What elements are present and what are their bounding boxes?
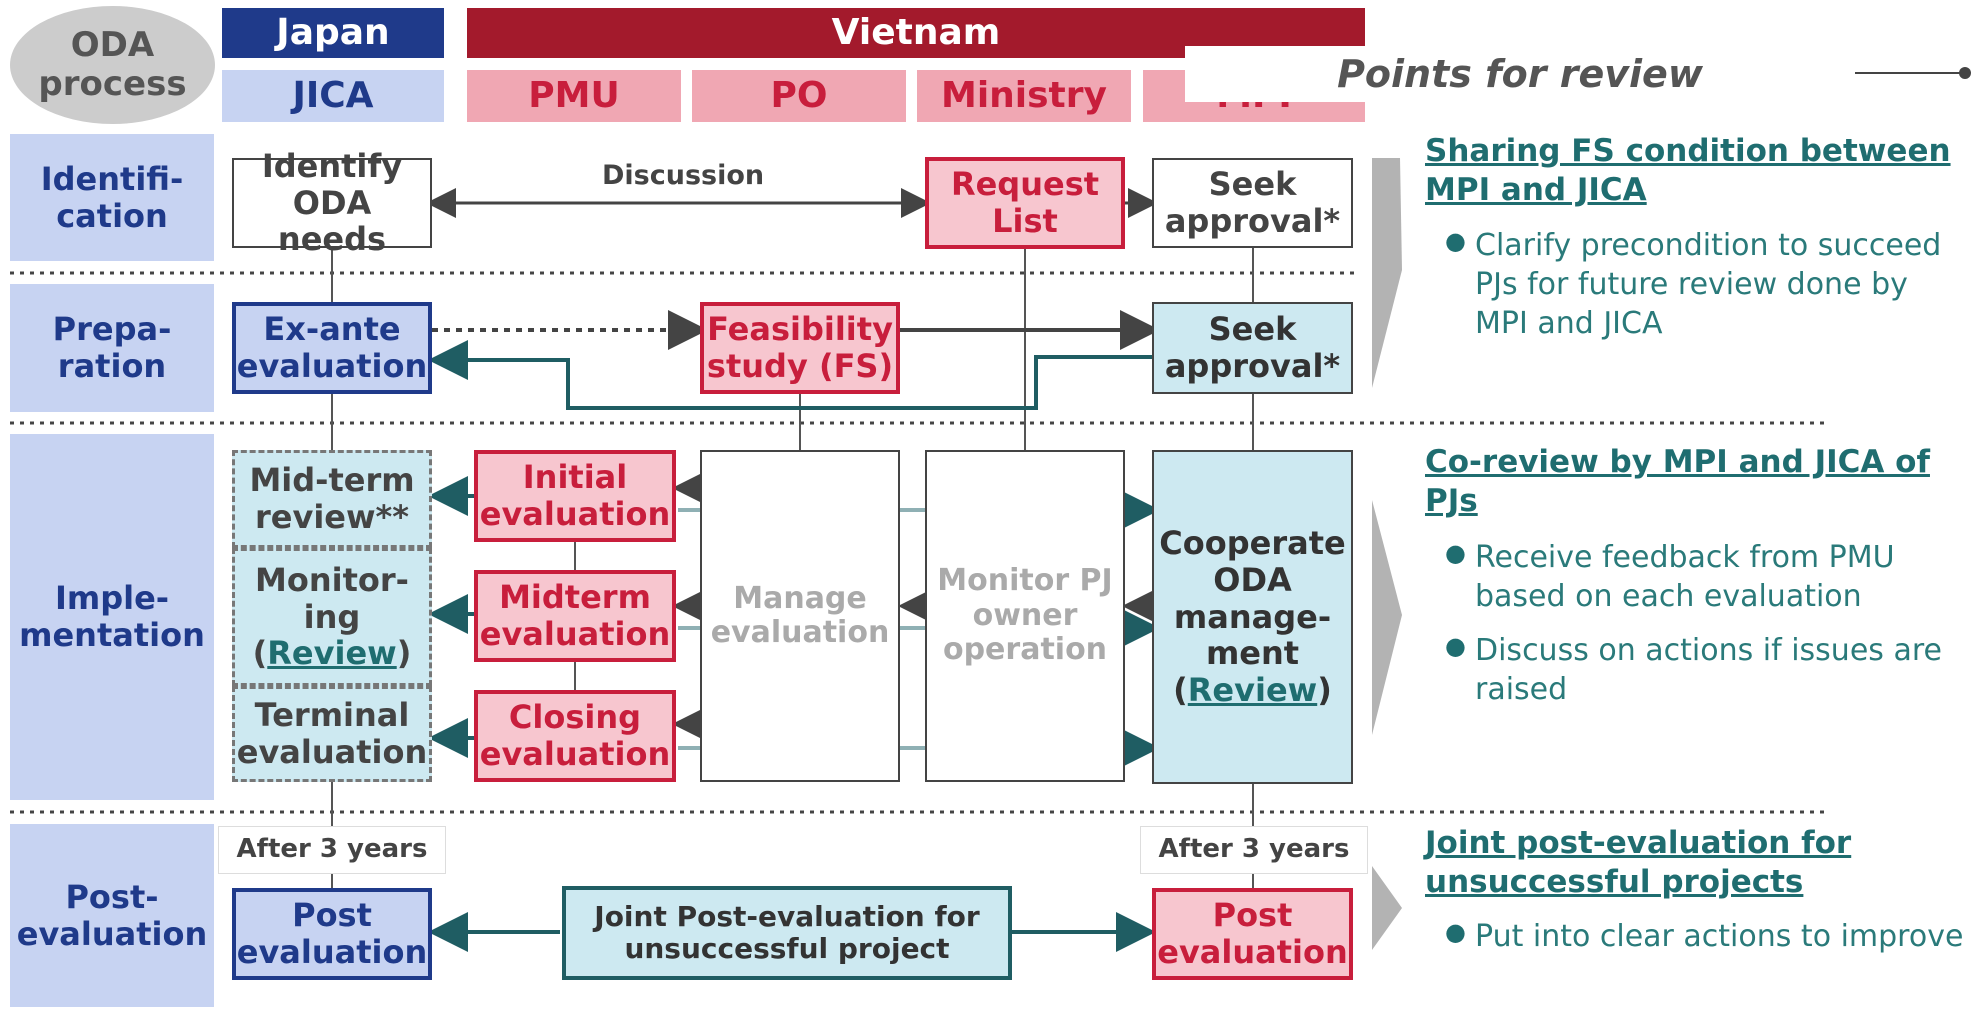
header-japan: Japan xyxy=(222,8,444,58)
ex-ante-evaluation-box: Ex-ante evaluation xyxy=(232,302,432,394)
header-ministry: Ministry xyxy=(917,70,1131,122)
points-for-review-title: Points for review xyxy=(1185,46,1855,102)
closing-evaluation-box: Closing evaluation xyxy=(474,690,676,782)
discussion-label: Discussion xyxy=(602,160,765,191)
manage-evaluation-box: Manage evaluation xyxy=(700,450,900,782)
seek-approval-box-1: Seek approval* xyxy=(1152,158,1353,248)
phase-preparation: Prepa-ration xyxy=(10,284,214,412)
identify-oda-needs-box: Identify ODA needs xyxy=(232,147,432,258)
review-bullet-2-1: Receive feedback from PMU based on each … xyxy=(1445,538,1970,616)
phase-post-evaluation: Post-evaluation xyxy=(10,824,214,1007)
request-list-box: Request List xyxy=(925,157,1125,249)
review-bullet-3-1: Put into clear actions to improve xyxy=(1445,917,1970,956)
review-heading-2: Co-review by MPI and JICA of PJs xyxy=(1425,444,1930,519)
midterm-evaluation-box: Midterm evaluation xyxy=(474,570,676,662)
after-3-years-label-2: After 3 years xyxy=(1140,826,1368,874)
header-po: PO xyxy=(692,70,906,122)
review-bullet-1-1: Clarify precondition to succeed PJs for … xyxy=(1445,226,1970,343)
phase-identification: Identifi-cation xyxy=(10,134,214,261)
chevron-identification xyxy=(1372,158,1402,388)
initial-evaluation-box: Initial evaluation xyxy=(474,450,676,542)
joint-post-evaluation-box: Joint Post-evaluation for unsuccessful p… xyxy=(562,886,1012,980)
chevron-implementation xyxy=(1372,500,1402,735)
oda-process-label: ODA process xyxy=(10,6,215,124)
chevron-post-evaluation xyxy=(1372,866,1402,950)
cooperate-oda-review: (Review) xyxy=(1173,671,1332,710)
seek-approval-box-2: Seek approval* xyxy=(1152,302,1353,394)
monitoring-label: Monitor-ing xyxy=(255,560,409,636)
post-evaluation-mpi-box: Post evaluation xyxy=(1152,888,1353,980)
review-heading-3: Joint post-evaluation for unsuccessful p… xyxy=(1425,825,1852,900)
review-heading-1: Sharing FS condition between MPI and JIC… xyxy=(1425,133,1951,208)
terminal-evaluation-box: Terminal evaluation xyxy=(232,686,432,782)
review-link-1: Review xyxy=(267,634,397,673)
post-evaluation-jica-box: Post evaluation xyxy=(232,888,432,980)
feasibility-study-box: Feasibility study (FS) xyxy=(700,302,900,394)
cooperate-oda-label: Cooperate ODA manage-ment xyxy=(1159,524,1346,673)
monitoring-box: Monitor-ing (Review) xyxy=(232,548,432,686)
header-pmu: PMU xyxy=(467,70,681,122)
monitor-pj-owner-box: Monitor PJ owner operation xyxy=(925,450,1125,782)
after-3-years-label-1: After 3 years xyxy=(218,826,446,874)
phase-implementation: Imple-mentation xyxy=(10,434,214,800)
mid-term-review-box: Mid-term review** xyxy=(232,450,432,548)
review-bullet-2-2: Discuss on actions if issues are raised xyxy=(1445,631,1970,709)
review-link-2: Review xyxy=(1187,671,1318,710)
header-jica: JICA xyxy=(222,70,444,122)
monitoring-review: (Review) xyxy=(252,634,412,673)
cooperate-oda-box: Cooperate ODA manage-ment (Review) xyxy=(1152,450,1353,784)
